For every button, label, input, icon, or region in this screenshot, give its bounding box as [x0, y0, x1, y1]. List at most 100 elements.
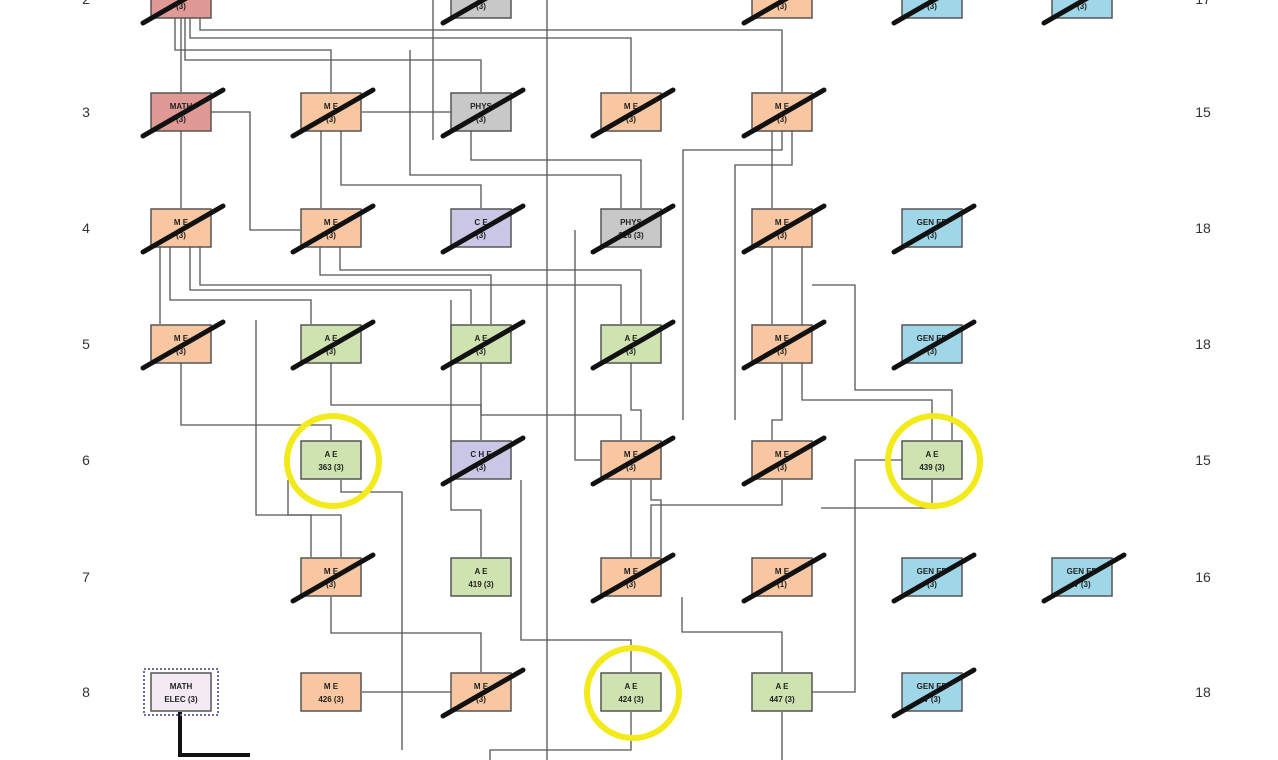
course-box[interactable]: PHYS(3): [440, 0, 523, 26]
course-box[interactable]: M E(3): [590, 435, 676, 487]
semester-number: 4: [82, 220, 90, 236]
course-box[interactable]: GEN EDV (3): [891, 667, 977, 719]
course-box[interactable]: GEN ED(3): [891, 552, 977, 604]
strike-through-mark: [140, 0, 189, 26]
strike-through-mark: [440, 435, 526, 487]
course-number: (3): [476, 115, 486, 124]
edge: [812, 284, 953, 440]
edge: [189, 18, 632, 92]
course-box[interactable]: M E (3): [140, 203, 226, 255]
course-box-bg: [150, 672, 212, 712]
course-box[interactable]: M E(3): [741, 203, 827, 255]
course-dept: M E: [624, 102, 639, 111]
course-number: (3): [626, 580, 636, 589]
course-box[interactable]: M E(3): [741, 87, 827, 139]
course-box[interactable]: M E (3): [140, 319, 226, 371]
edge: [520, 480, 632, 672]
course-number: 447 (3): [769, 695, 795, 704]
course-box-bg: [1051, 0, 1113, 19]
course-box[interactable]: M E(3): [741, 435, 827, 487]
course-box-bg: [300, 440, 362, 480]
course-box[interactable]: M E(3): [290, 203, 376, 255]
course-number: (3): [1077, 2, 1087, 11]
strike-through-mark: [140, 319, 226, 371]
strike-through-mark: [741, 552, 827, 604]
course-box[interactable]: M E(3): [440, 667, 526, 719]
course-box-bg: [751, 0, 813, 19]
course-number: (3): [176, 347, 186, 356]
strike-through-mark: [590, 87, 676, 139]
edge: [650, 480, 662, 557]
course-box[interactable]: M E(3): [741, 319, 827, 371]
course-dept: M E: [624, 567, 639, 576]
course-box[interactable]: M E (3): [590, 87, 676, 139]
course-dept: M E: [324, 218, 339, 227]
course-box[interactable]: A E(3): [590, 319, 676, 371]
edge: [574, 230, 600, 461]
edge: [199, 18, 783, 92]
edge: [184, 18, 482, 92]
course-dept: A E: [775, 682, 789, 691]
course-dept: A E: [925, 450, 939, 459]
course-number: 363 (3): [318, 463, 344, 472]
course-dept: M E: [324, 102, 339, 111]
strike-through-mark: [590, 552, 676, 604]
course-box[interactable]: C H E(3): [440, 435, 526, 487]
course-dept: PHYS: [470, 102, 492, 111]
course-box[interactable]: GEN ED(3): [891, 319, 977, 371]
course-box[interactable]: M E(3): [741, 0, 824, 26]
course-box[interactable]: GEN ED(3): [891, 0, 974, 26]
edge: [650, 480, 783, 557]
course-number: (3): [626, 115, 636, 124]
course-box[interactable]: M E(1): [741, 552, 827, 604]
course-number: 426 (3): [318, 695, 344, 704]
course-number: 419 (3): [468, 580, 494, 589]
course-box[interactable]: GEN ED(3): [1041, 0, 1124, 26]
course-box[interactable]: GEN EDV (3): [1041, 552, 1127, 604]
strike-through-mark: [741, 203, 827, 255]
course-dept: M E: [324, 682, 339, 691]
course-box[interactable]: M E (3): [590, 552, 676, 604]
course-dept: M E: [174, 218, 189, 227]
semester-number: 5: [82, 336, 90, 352]
semester-number: 7: [82, 569, 90, 585]
course-number: (3): [176, 2, 186, 11]
course-box[interactable]: A E(3): [290, 319, 376, 371]
semester-number: 8: [82, 684, 90, 700]
course-dept: M E: [174, 334, 189, 343]
strike-through-mark: [891, 667, 977, 719]
strike-through-mark: [891, 0, 940, 26]
course-number: (3): [626, 347, 636, 356]
strike-through-mark: [440, 0, 489, 26]
course-number: (3): [176, 231, 186, 240]
course-number: (3): [476, 231, 486, 240]
course-box[interactable]: M E 426 (3): [300, 672, 362, 712]
course-box[interactable]: GEN ED(3): [891, 203, 977, 255]
course-number: 424 (3): [618, 695, 644, 704]
course-dept: M E: [324, 567, 339, 576]
semester-number: 2: [82, 0, 90, 7]
course-box[interactable]: MATH(3): [140, 0, 223, 26]
edge: [174, 18, 332, 92]
course-box[interactable]: A E(3): [440, 319, 526, 371]
course-box[interactable]: M E(3): [290, 87, 376, 139]
course-box[interactable]: M E(3): [290, 552, 376, 604]
edge: [199, 247, 622, 324]
course-box[interactable]: PHYS (3): [440, 87, 526, 139]
edge: [340, 480, 403, 750]
edge: [630, 363, 642, 440]
course-box[interactable]: C E(3): [440, 203, 526, 255]
semester-credit-total: 18: [1195, 684, 1211, 700]
course-box[interactable]: MATH(3): [140, 87, 226, 139]
edge: [255, 320, 312, 557]
strike-through-mark: [290, 203, 376, 255]
course-box[interactable]: A E 447 (3): [751, 672, 813, 712]
course-number: (3): [777, 347, 787, 356]
strike-through-mark: [290, 319, 376, 371]
